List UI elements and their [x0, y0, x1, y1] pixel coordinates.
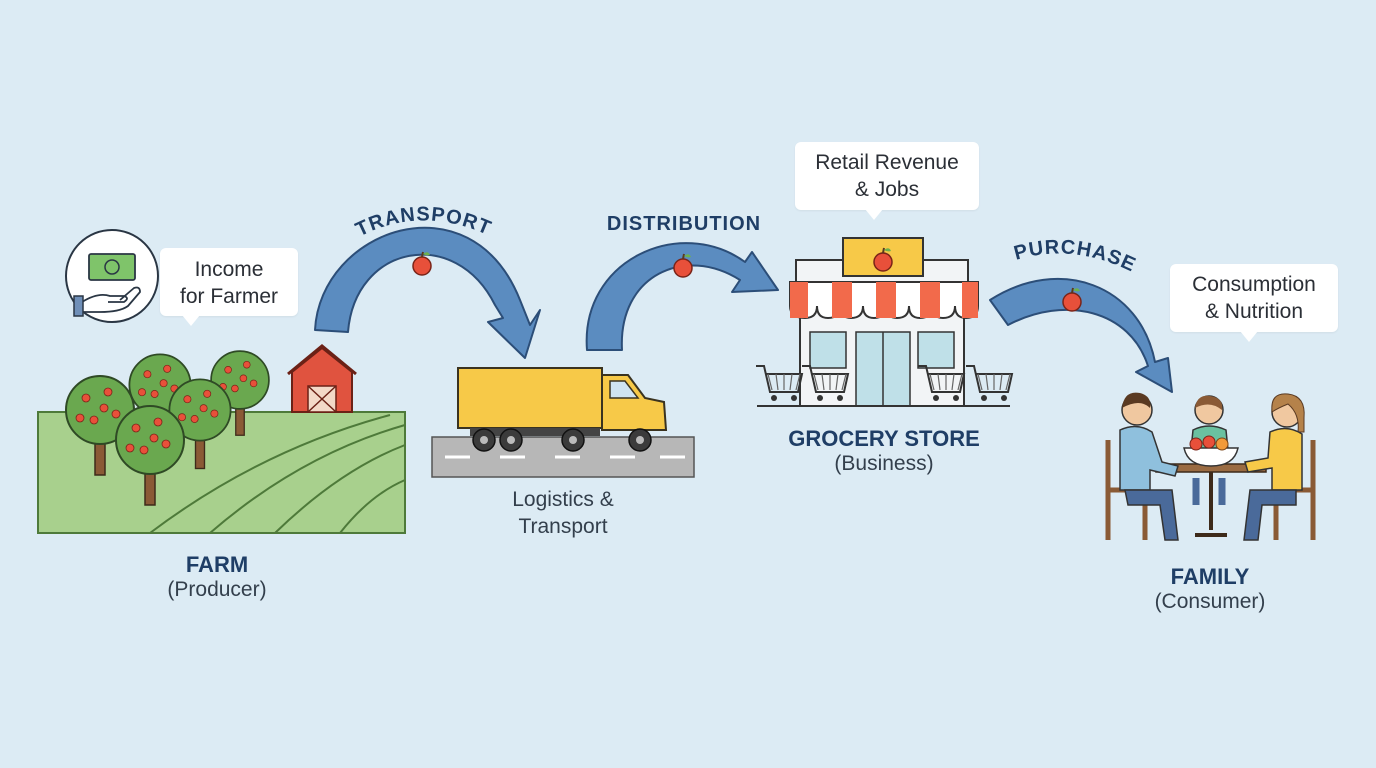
family-label: FAMILY (Consumer)	[1110, 564, 1310, 614]
logistics-label: Logistics & Transport	[463, 486, 663, 540]
store-role: (Business)	[834, 452, 934, 475]
cart-icon	[755, 365, 803, 402]
retail-bubble-line2: & Jobs	[854, 178, 920, 201]
store-icon	[757, 237, 1010, 407]
consumption-bubble-line2: & Nutrition	[1204, 300, 1304, 323]
farm-title: FARM	[185, 552, 249, 577]
distribution-arrow	[585, 242, 779, 351]
farm-label: FARM (Producer)	[117, 552, 317, 602]
consumption-bubble: Consumption & Nutrition	[1170, 264, 1338, 342]
cart-icon	[965, 365, 1013, 402]
barn-icon	[287, 344, 357, 413]
retail-bubble: Retail Revenue & Jobs	[795, 142, 979, 220]
purchase-arrow	[989, 277, 1173, 393]
transport-arrow	[314, 226, 541, 359]
consumption-bubble-line1: Consumption	[1192, 273, 1316, 296]
farm-illustration	[37, 344, 406, 534]
income-bubble: Income for Farmer	[160, 248, 298, 326]
family-icon	[1105, 392, 1316, 541]
family-role: (Consumer)	[1154, 590, 1266, 613]
logistics-line2: Transport	[518, 515, 608, 538]
truck-icon	[431, 367, 695, 478]
store-title: GROCERY STORE	[788, 426, 980, 451]
income-bubble-line2: for Farmer	[179, 285, 278, 308]
farm-role: (Producer)	[167, 578, 267, 601]
store-label: GROCERY STORE (Business)	[764, 426, 1004, 476]
flow-label-distribution: DISTRIBUTION	[607, 213, 761, 235]
income-bubble-line1: Income	[194, 258, 264, 281]
family-title: FAMILY	[1170, 564, 1250, 589]
logistics-line1: Logistics &	[512, 488, 614, 511]
money-hand-icon	[65, 229, 159, 323]
flow-label-purchase: PURCHASE	[1012, 236, 1140, 276]
retail-bubble-line1: Retail Revenue	[815, 151, 959, 174]
